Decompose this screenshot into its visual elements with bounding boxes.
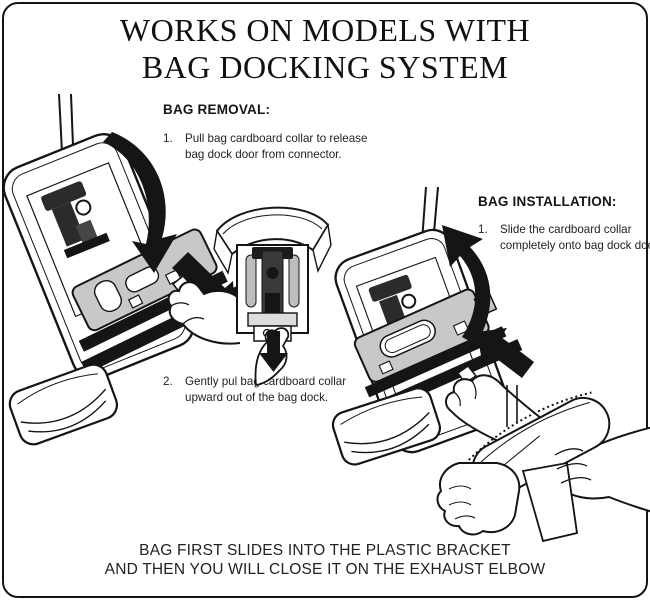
footer-caption: BAG FIRST SLIDES INTO THE PLASTIC BRACKE… [0,542,650,579]
footer-line-1: BAG FIRST SLIDES INTO THE PLASTIC BRACKE… [139,542,511,559]
page-title: WORKS ON MODELS WITH BAG DOCKING SYSTEM [0,12,650,86]
bag-removal-heading: BAG REMOVAL: [163,102,271,117]
vacuum-base [331,387,441,466]
step-text: Slide the cardboard collar completely on… [500,223,650,252]
title-line-1: WORKS ON MODELS WITH [119,12,531,48]
step-text: Pull bag cardboard collar to release bag… [185,132,368,161]
dock-lid [213,206,332,275]
dock-door-pull-illustration [213,206,332,387]
bag-installation-illustration [331,186,561,466]
vacuum-handle [506,385,518,427]
vacuum-base [8,363,119,446]
bag-installation-step-1: 1. Slide the cardboard collar completely… [478,222,650,253]
curved-arrow-up-icon [442,225,491,345]
fingers-over-bag [554,448,592,484]
hand-pulling-collar [167,274,241,345]
bag-flap [521,461,579,543]
bag-installation-heading: BAG INSTALLATION: [478,194,617,209]
title-line-2: BAG DOCKING SYSTEM [141,49,509,85]
footer-line-2: AND THEN YOU WILL CLOSE IT ON THE EXHAUS… [104,560,546,578]
step-number: 2. [163,375,173,388]
step-number: 1. [478,223,488,236]
curved-arrow-down-icon [103,132,177,273]
hand-holding-bag-illustration [436,385,650,543]
arrow-down-icon [259,331,288,372]
bag-removal-illustration [2,93,245,446]
step-number: 1. [163,132,173,145]
arrow-up-left-icon [477,328,534,378]
dock-door-frame [236,244,309,342]
bag-removal-step-1: 1. Pull bag cardboard collar to release … [163,131,375,162]
fist-gripping-bag [436,462,521,536]
